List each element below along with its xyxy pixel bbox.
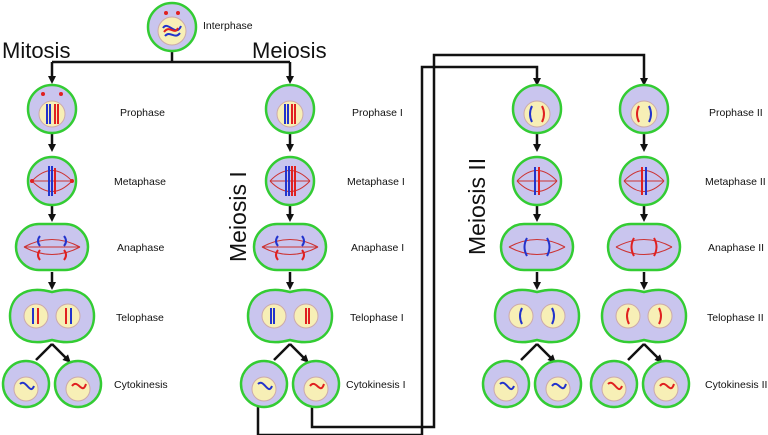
meiosis1-stage-label: Metaphase I	[347, 176, 405, 188]
meiosis-heading: Meiosis	[252, 38, 327, 63]
mitosis-stage-label: Anaphase	[117, 242, 164, 254]
mitosis-stage-label: Telophase	[116, 312, 164, 324]
mitosis-stage-label: Prophase	[120, 107, 165, 119]
meiosis2-metaphase-cells	[511, 155, 670, 207]
meiosis1-stage-label: Telophase I	[350, 312, 404, 324]
interphase-cell	[146, 1, 198, 53]
meiosis2-stage-label: Cytokinesis II	[705, 379, 767, 391]
meiosis1-stage-label: Prophase I	[352, 107, 403, 119]
meiosis2-stage-label: Anaphase II	[708, 242, 764, 254]
meiosis1-cytokinesis-cells	[239, 359, 341, 409]
meiosis-2-label: Meiosis II	[464, 158, 490, 255]
meiosis1-metaphase-cell	[264, 155, 316, 207]
meiosis1-prophase-cell	[264, 83, 316, 135]
meiosis2-stage-label: Metaphase II	[705, 176, 766, 188]
meiosis1-stage-label: Anaphase I	[351, 242, 404, 254]
meiosis2-prophase-cells	[511, 83, 670, 135]
mitosis-telophase-cell	[8, 288, 96, 344]
meiosis2-telophase-cells	[493, 288, 688, 344]
interphase-label: Interphase	[203, 20, 253, 32]
meiosis2-cytokinesis-cells	[481, 359, 691, 409]
flow-connectors	[35, 50, 660, 435]
mitosis-metaphase-cell	[26, 155, 78, 207]
meiosis1-telophase-cell	[246, 288, 334, 344]
mitosis-stage-label: Metaphase	[114, 176, 166, 188]
mitosis-prophase-cell	[26, 83, 78, 135]
mitosis-heading: Mitosis	[2, 38, 70, 63]
meiosis2-stage-label: Prophase II	[709, 107, 763, 119]
mitosis-stage-label: Cytokinesis	[114, 379, 168, 391]
meiosis-loop-right	[310, 53, 648, 429]
mitosis-anaphase-cell	[14, 222, 90, 272]
meiosis-1-label: Meiosis I	[225, 171, 251, 262]
meiosis2-anaphase-cells	[499, 222, 682, 272]
mitosis-cytokinesis-cells	[1, 359, 103, 409]
meiosis1-stage-label: Cytokinesis I	[346, 379, 406, 391]
meiosis-loop-left	[256, 65, 541, 435]
meiosis2-stage-label: Telophase II	[707, 312, 764, 324]
meiosis1-anaphase-cell	[252, 222, 328, 272]
